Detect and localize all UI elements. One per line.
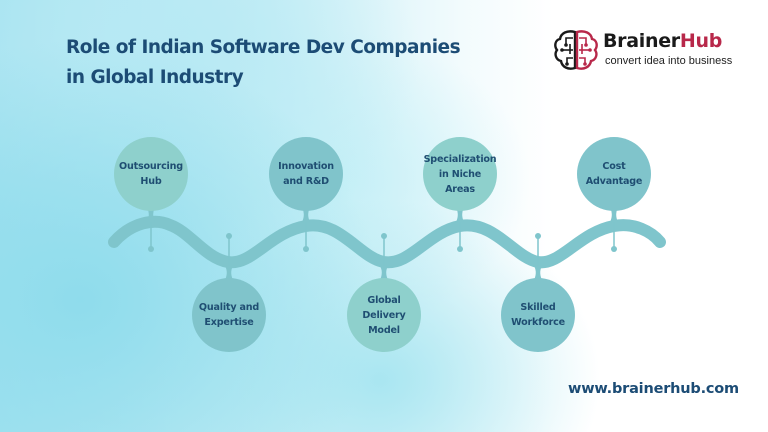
brand-tagline: convert idea into business	[605, 55, 733, 67]
milestone-specialization-niche: Specialization in Niche Areas	[423, 137, 497, 211]
milestone-skilled-workforce: Skilled Workforce	[501, 278, 575, 352]
milestone-outsourcing-hub: Outsourcing Hub	[114, 137, 188, 211]
brand-name: BrainerHub	[603, 30, 723, 52]
milestone-quality-expertise: Quality and Expertise	[192, 278, 266, 352]
title-line-2: in Global Industry	[66, 67, 244, 88]
website-url[interactable]: www.brainerhub.com	[568, 381, 739, 397]
brain-circuit-icon	[554, 30, 598, 70]
milestone-innovation-rd: Innovation and R&D	[269, 137, 343, 211]
title-line-1: Role of Indian Software Dev Companies	[66, 37, 461, 58]
page-title: Role of Indian Software Dev Companies in…	[66, 33, 461, 93]
milestone-global-delivery: Global Delivery Model	[347, 278, 421, 352]
brainerhub-logo: BrainerHub convert idea into business	[553, 28, 743, 72]
milestone-cost-advantage: Cost Advantage	[577, 137, 651, 211]
